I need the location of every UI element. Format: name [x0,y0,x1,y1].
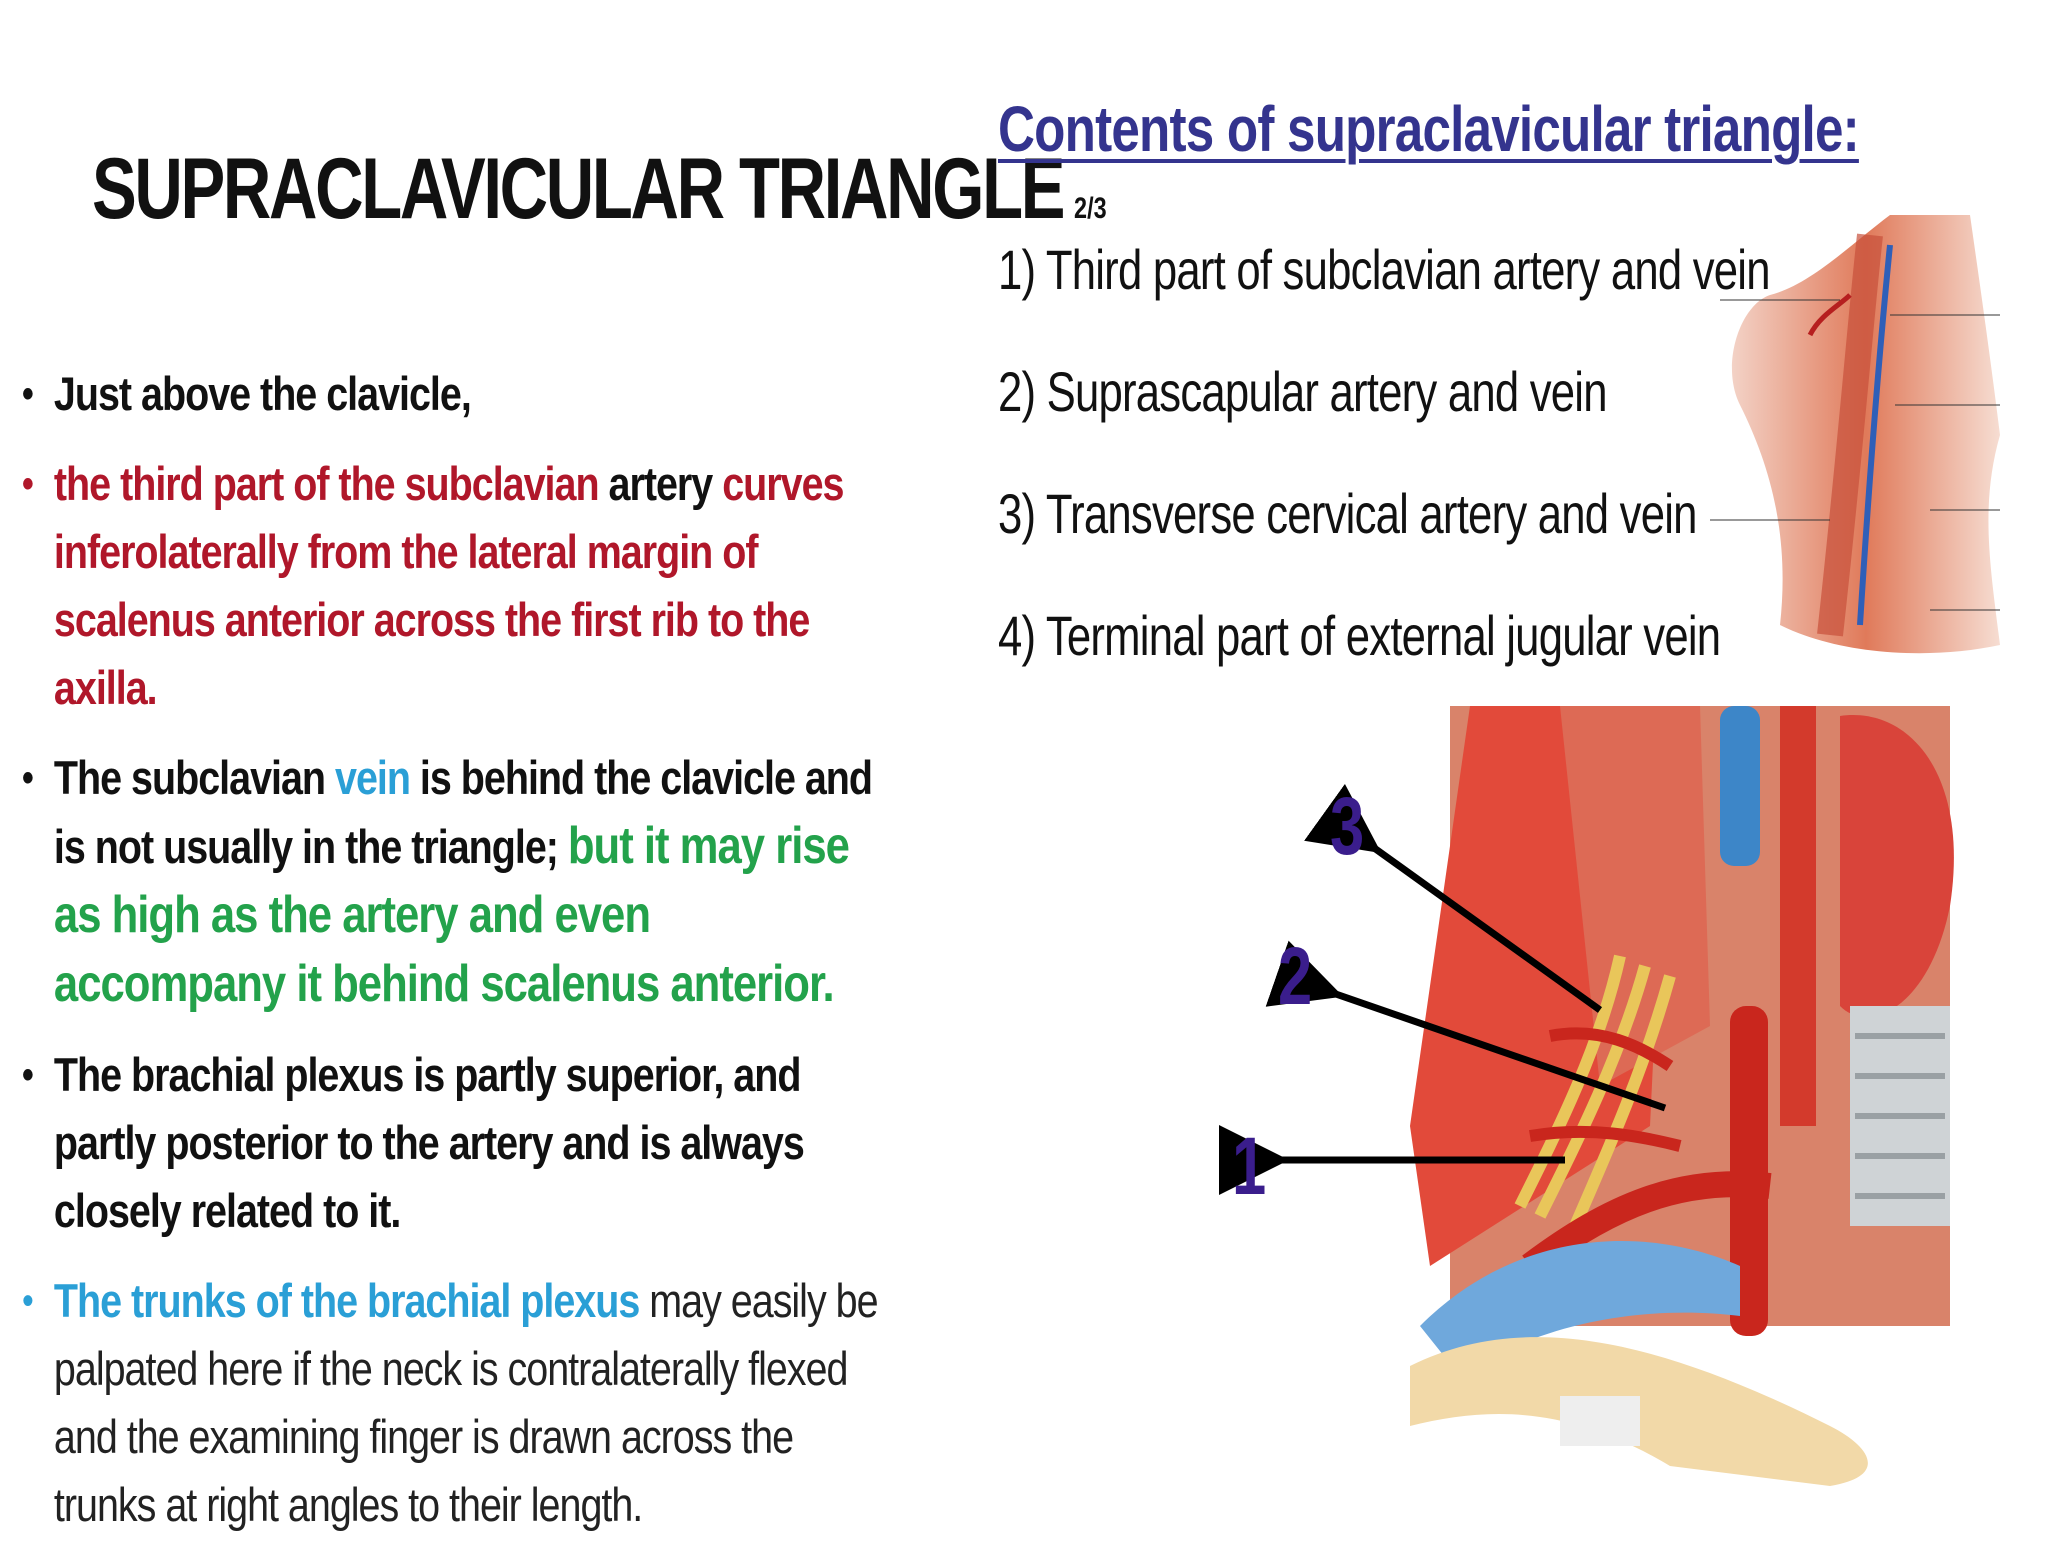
bullet-symbol: • [22,462,34,506]
contents-title: Contents of supraclavicular triangle: [998,93,1860,165]
bullet-text-red: the third part of the subclavian [53,457,600,510]
bullet-symbol: • [22,1053,34,1097]
bullet-text-green: but it may rise as high as the artery an… [53,817,850,1013]
bullet-item: • The trunks of the brachial plexus may … [22,1267,879,1539]
bullet-text-blue: vein [335,751,411,804]
common-carotid [1730,1006,1768,1336]
neck-shape [1731,215,2000,654]
bullet-text-blue: The trunks of the brachial plexus [53,1274,640,1327]
label-2: 2 [1278,931,1313,1022]
contents-item: 4) Terminal part of external jugular vei… [998,604,1721,667]
suprascapular-artery [1529,1125,1682,1152]
label-3: 3 [1330,781,1365,872]
jugular-vein [1857,244,1893,626]
slide-title: SUPRACLAVICULAR TRIANGLE 2/3 [92,140,1107,239]
bullet-item: • The subclavian vein is behind the clav… [22,744,879,1019]
dissection-illustration [1410,706,1954,1486]
bullet-text: The brachial plexus is partly superior, … [53,1048,805,1237]
bullet-list: • Just above the clavicle, • the third p… [22,360,879,1561]
bullet-text-dark: artery [598,457,723,510]
contents-item: 3) Transverse cervical artery and vein [998,482,1697,545]
bullet-symbol: • [22,372,34,416]
bullet-symbol: • [22,1279,34,1323]
bullet-item: • the third part of the subclavian arter… [22,450,879,722]
bullet-text: is behind the clavicle and is not usuall… [53,751,873,873]
slide-title-text: SUPRACLAVICULAR TRIANGLE [92,141,1065,237]
neck-illustration [1710,215,2000,654]
artery-line [1807,293,1852,337]
bullet-item: • The brachial plexus is partly superior… [22,1041,879,1245]
bullet-text: may easily be palpated here if the neck … [53,1274,879,1531]
bullet-text-red: curves inferolaterally from the lateral … [53,457,845,714]
bullet-symbol: • [22,756,34,800]
label-1: 1 [1232,1121,1267,1212]
slide-title-suffix: 2/3 [1074,192,1107,225]
bullet-item: • Just above the clavicle, [22,360,879,428]
contents-list: 1) Third part of subclavian artery and v… [998,238,1771,726]
cartilage [1560,1396,1640,1446]
contents-item: 2) Suprascapular artery and vein [998,360,1608,423]
carotid-artery [1780,706,1816,1126]
bullet-text: The subclavian [53,751,336,804]
bullet-text: Just above the clavicle, [53,367,472,420]
contents-item: 1) Third part of subclavian artery and v… [998,238,1771,301]
jugular-vein [1720,706,1760,866]
muscle-band [1817,233,1883,637]
thyroid-gland [1840,715,1954,1018]
